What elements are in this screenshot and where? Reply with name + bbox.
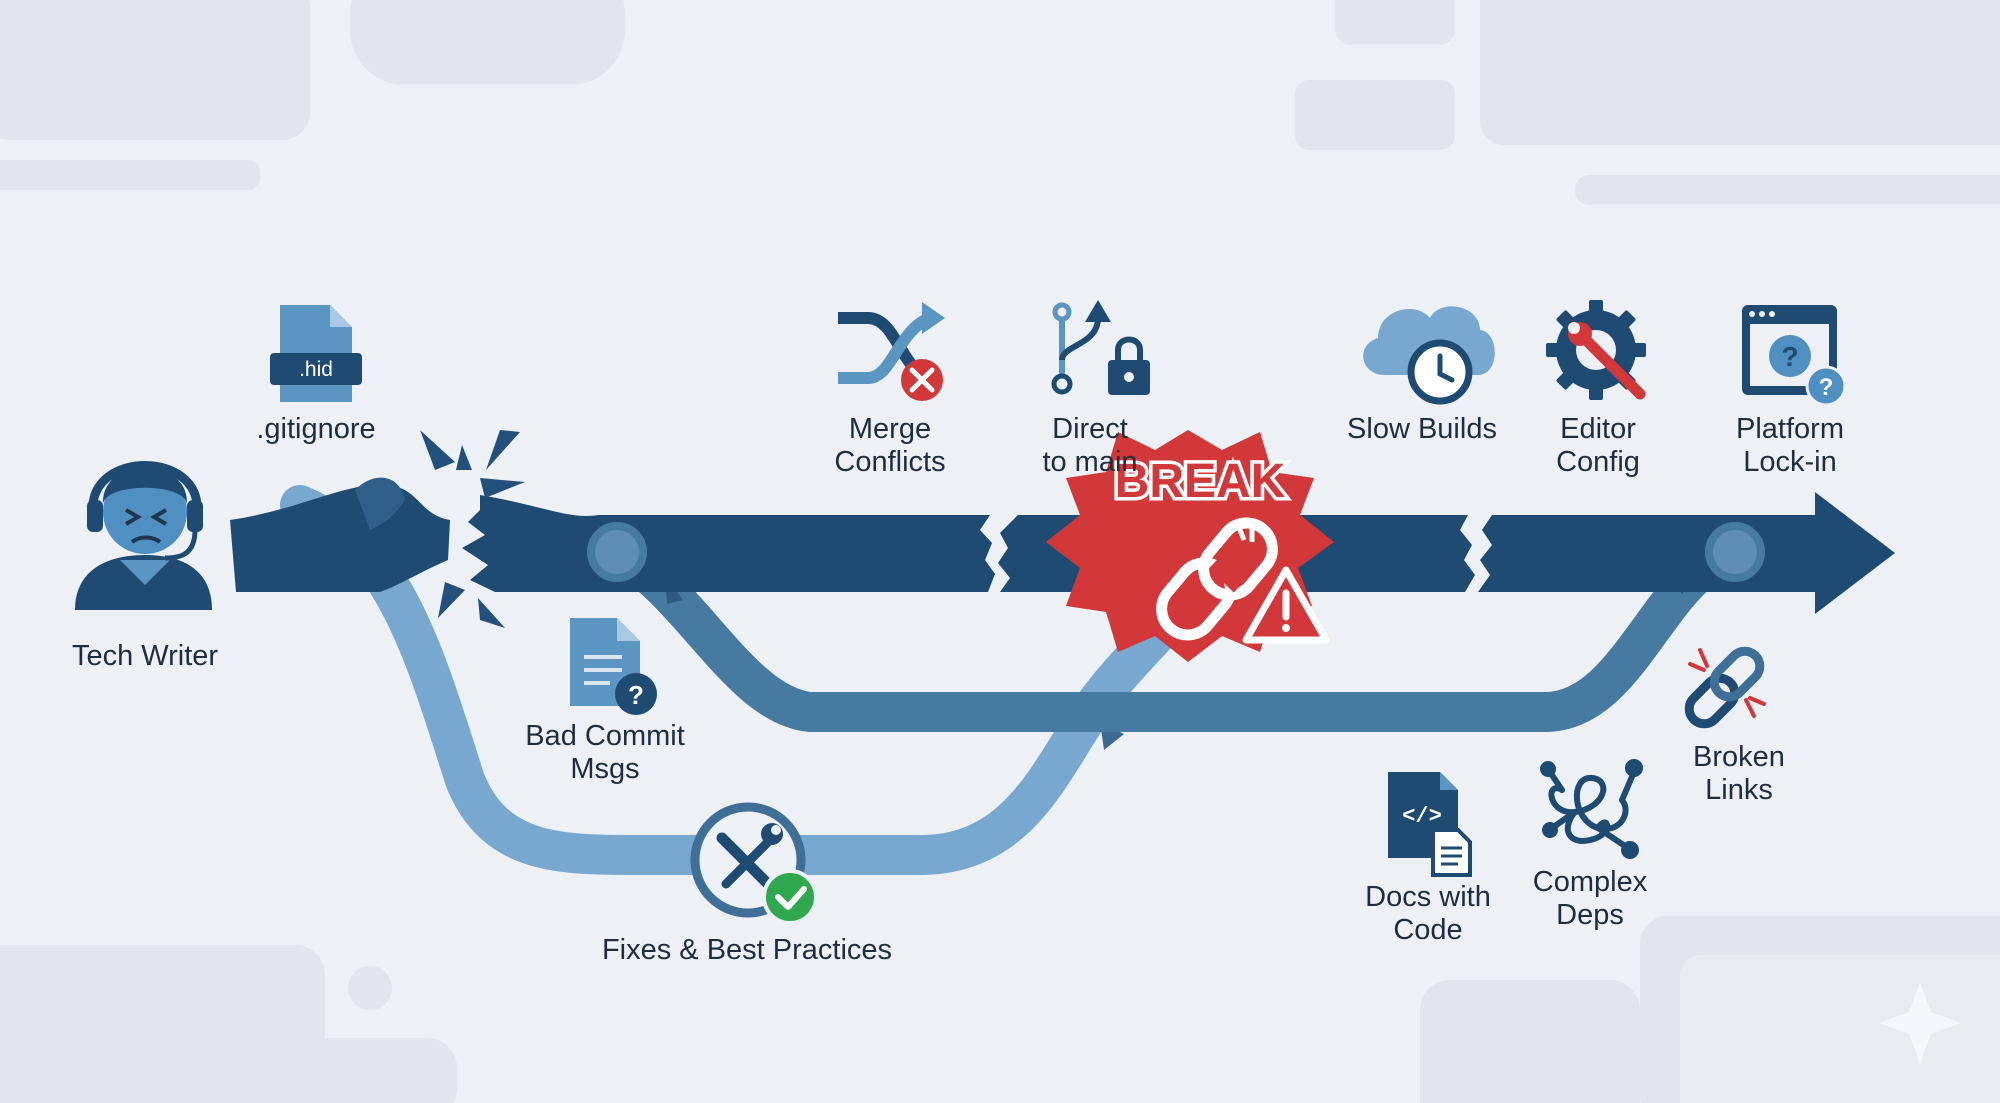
- main-branch-tear: [355, 477, 405, 530]
- fix-branch-path: [280, 485, 1235, 875]
- cloud-clock-icon: [1363, 306, 1495, 405]
- editor-config-label: Editor Config: [1556, 413, 1640, 478]
- docs-with-code-label: Docs with Code: [1365, 881, 1491, 946]
- platform-lockin-label: Platform Lock-in: [1736, 413, 1844, 478]
- branch-node-2: [1705, 522, 1765, 582]
- branch-node-1: [587, 522, 647, 582]
- feature-branch-path: [597, 532, 1755, 732]
- broken-links-label: Broken Links: [1693, 741, 1785, 806]
- branch-lock-icon: [1051, 300, 1150, 395]
- main-branch-segment-2: [462, 495, 995, 592]
- shuffle-error-icon: [838, 302, 945, 401]
- svg-text:?: ?: [1819, 374, 1834, 401]
- crack-shards: [420, 430, 525, 628]
- main-branch-segment-4: [1478, 492, 1895, 614]
- window-question-icon: ? ?: [1742, 305, 1847, 407]
- complex-deps-label: Complex Deps: [1532, 866, 1648, 931]
- broken-chain-warning-icon: [1156, 517, 1330, 644]
- merge-conflicts-label: Merge Conflicts: [834, 413, 946, 478]
- gear-wrench-icon: [1546, 300, 1646, 400]
- code-file-icon: </>: [1388, 772, 1472, 877]
- svg-text:</>: </>: [1402, 804, 1442, 829]
- hidden-file-icon: .hid: [270, 305, 362, 402]
- slow-builds-label: Slow Builds: [1347, 413, 1497, 445]
- break-label: BREAK: [1115, 455, 1286, 508]
- main-branch-segment-1: [230, 484, 450, 592]
- tangled-network-icon: [1540, 759, 1643, 859]
- svg-text:?: ?: [628, 680, 644, 710]
- sparkle-icon: [1879, 982, 1961, 1064]
- tools-check-icon: [690, 802, 818, 925]
- break-badge: BREAK: [1046, 430, 1334, 662]
- frustrated-headset-person-icon: [75, 461, 212, 610]
- gitignore-icon-text: .hid: [299, 358, 333, 381]
- direct-to-main-label: Direct to main: [1042, 413, 1138, 478]
- broken-link-icon: [1684, 646, 1766, 729]
- bad-commit-msgs-label: Bad Commit Msgs: [525, 720, 685, 785]
- gitignore-label: .gitignore: [256, 413, 376, 445]
- break-starburst: [1046, 430, 1334, 662]
- fixes-best-practices-label: Fixes & Best Practices: [601, 934, 893, 966]
- svg-text:?: ?: [1781, 341, 1798, 372]
- document-question-icon: ?: [570, 618, 657, 715]
- tech-writer-label: Tech Writer: [71, 640, 219, 672]
